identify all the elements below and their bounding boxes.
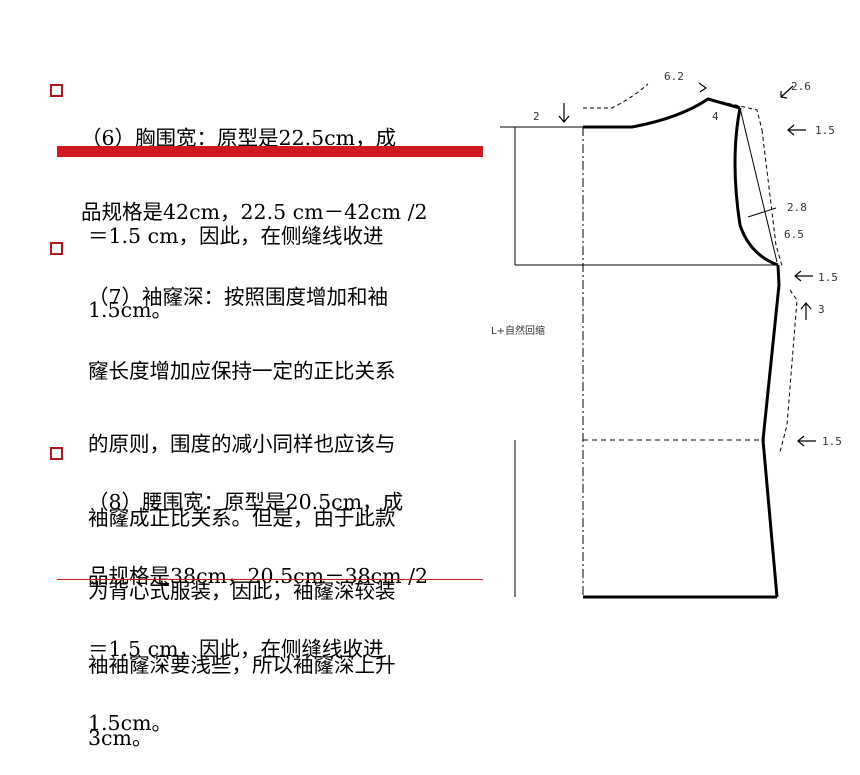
label-chest-side: 1.5 — [818, 271, 838, 284]
text-line: （8）腰围宽：原型是20.5cm，成 — [88, 490, 404, 514]
original-side-seam — [779, 289, 798, 453]
original-neckline — [583, 83, 649, 109]
armhole-guide — [739, 107, 778, 263]
label-neck-drop: 2 — [533, 110, 540, 123]
final-side-seam — [761, 264, 781, 598]
text-line: 窿长度增加应保持一定的正比关系 — [88, 358, 396, 383]
label-shoulder-in: 4 — [712, 110, 719, 123]
text-line: 品规格是42cm，22.5 cm－42cm /2 — [81, 199, 428, 224]
bullet-square — [50, 242, 63, 255]
text-line: 为背心式服装，因此，袖窿深较装 — [88, 579, 396, 603]
label-armhole-up: 3 — [818, 303, 825, 316]
label-armhole-b: 6.5 — [784, 228, 804, 241]
label-neck-width: 6.2 — [664, 70, 684, 83]
bullet-square — [50, 447, 63, 460]
red-divider-bar — [57, 146, 483, 157]
original-armhole — [761, 129, 783, 267]
text-line: （7）袖窿深：按照围度增加和袖 — [88, 285, 389, 309]
label-shoulder-side: 1.5 — [815, 124, 835, 137]
final-armhole — [733, 107, 779, 267]
bullet-square — [50, 84, 63, 97]
text-line: 1.5cm。 — [88, 297, 173, 322]
armhole-tick — [747, 207, 777, 218]
label-length: L+自然回缩 — [491, 324, 545, 337]
text-line: 品规格是38cm，20.5cm－38cm /2 — [88, 563, 429, 588]
arrow-shoulder-raise — [780, 85, 794, 98]
arrow-neck-width — [698, 82, 708, 93]
text-line: 的原则，围度的减小同样也应该与 — [88, 432, 396, 456]
label-shoulder-raise: 2.6 — [791, 80, 811, 93]
label-armhole-a: 2.8 — [787, 201, 807, 214]
label-waist-side: 1.5 — [822, 435, 842, 448]
text-line: 袖窿成正比关系。但是，由于此款 — [88, 505, 396, 530]
final-neckline — [583, 97, 741, 129]
text-line: 1.5cm。 — [88, 710, 173, 735]
pattern-diagram: 6.2 2 2.6 4 1.5 2.8 6.5 1.5 3 1.5 L+自然回缩 — [491, 70, 842, 599]
text-line: ＝1.5 cm，因此，在侧缝线收进 — [88, 224, 384, 248]
red-bottom-line — [57, 579, 483, 580]
item-6-continuation: ＝1.5 cm，因此，在侧缝线收进 1.5cm。 — [88, 175, 498, 347]
